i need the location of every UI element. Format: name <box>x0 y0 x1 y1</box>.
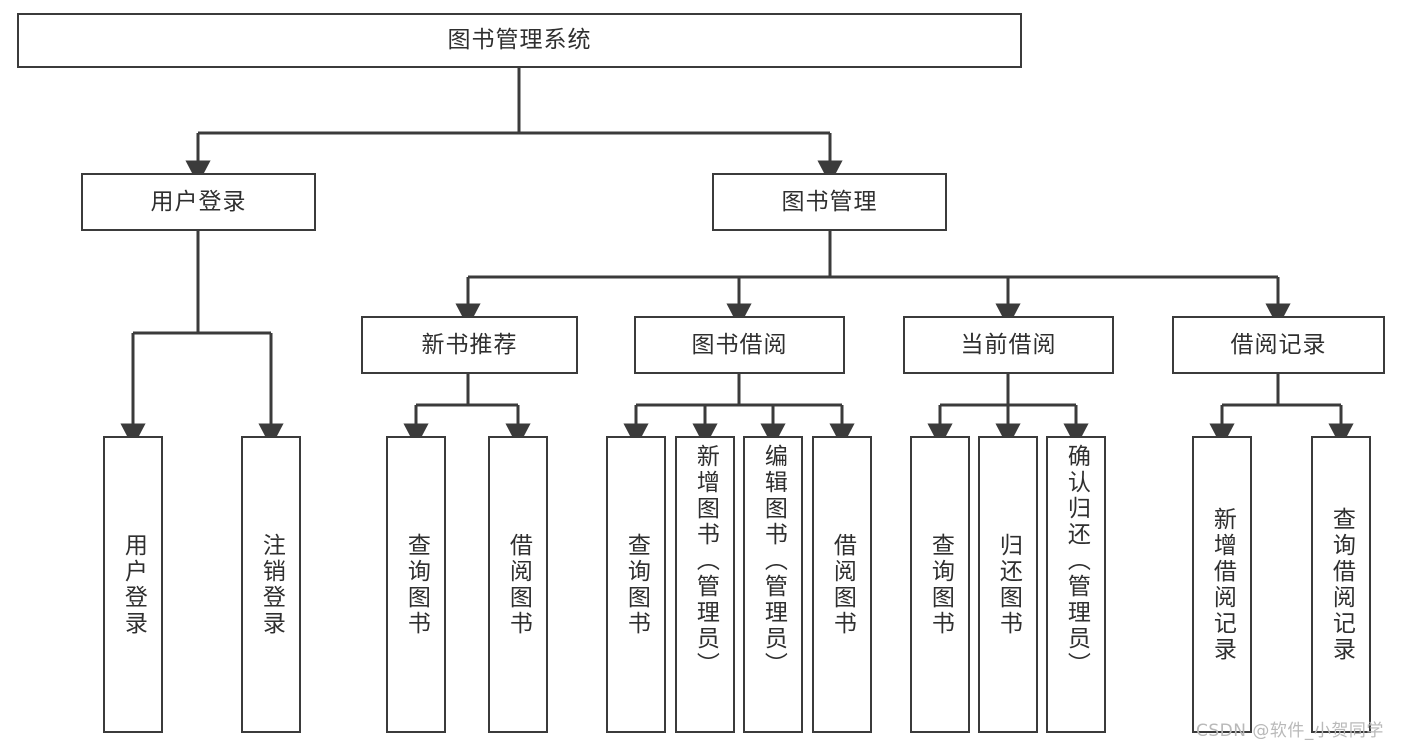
leaf-user-login[interactable]: 用户登录 <box>103 436 163 733</box>
node-new-book-recommend[interactable]: 新书推荐 <box>361 316 578 374</box>
node-label: 当前借阅 <box>960 331 1057 358</box>
csdn-watermark: CSDN @软件_小贺同学 <box>1196 721 1384 741</box>
leaf-borrow-book-recommend[interactable]: 借阅图书 <box>488 436 548 733</box>
node-label: 用户登录 <box>120 532 147 637</box>
node-book-borrow[interactable]: 图书借阅 <box>634 316 845 374</box>
leaf-add-book-admin[interactable]: 新增图书（管理员） <box>675 436 735 733</box>
node-root-system[interactable]: 图书管理系统 <box>17 13 1022 68</box>
leaf-add-borrow-record[interactable]: 新增借阅记录 <box>1192 436 1252 733</box>
node-label: 注销登录 <box>258 532 285 637</box>
node-label: 用户登录 <box>150 188 247 215</box>
node-label: 借阅记录 <box>1230 331 1327 358</box>
node-label: 归还图书 <box>995 532 1022 637</box>
leaf-logout[interactable]: 注销登录 <box>241 436 301 733</box>
leaf-query-borrow-record[interactable]: 查询借阅记录 <box>1311 436 1371 733</box>
leaf-query-book-recommend[interactable]: 查询图书 <box>386 436 446 733</box>
leaf-borrow-book[interactable]: 借阅图书 <box>812 436 872 733</box>
node-label: 借阅图书 <box>505 532 532 637</box>
node-current-borrow[interactable]: 当前借阅 <box>903 316 1114 374</box>
node-label: 新增图书（管理员） <box>692 444 719 678</box>
leaf-confirm-return-admin[interactable]: 确认归还（管理员） <box>1046 436 1106 733</box>
node-label: 编辑图书（管理员） <box>760 444 787 678</box>
node-book-management[interactable]: 图书管理 <box>712 173 947 231</box>
node-label: 确认归还（管理员） <box>1063 444 1090 678</box>
leaf-query-book-current[interactable]: 查询图书 <box>910 436 970 733</box>
node-label: 借阅图书 <box>829 532 856 637</box>
node-label: 图书管理系统 <box>447 27 592 54</box>
node-label: 新增借阅记录 <box>1209 506 1236 663</box>
node-borrow-record[interactable]: 借阅记录 <box>1172 316 1385 374</box>
node-label: 查询图书 <box>403 532 430 637</box>
node-label: 图书管理 <box>781 188 878 215</box>
leaf-return-book[interactable]: 归还图书 <box>978 436 1038 733</box>
node-label: 新书推荐 <box>421 331 518 358</box>
node-label: 查询图书 <box>927 532 954 637</box>
leaf-query-book-borrow[interactable]: 查询图书 <box>606 436 666 733</box>
node-label: 查询图书 <box>623 532 650 637</box>
node-label: 图书借阅 <box>691 331 788 358</box>
node-user-login[interactable]: 用户登录 <box>81 173 316 231</box>
node-label: 查询借阅记录 <box>1328 506 1355 663</box>
leaf-edit-book-admin[interactable]: 编辑图书（管理员） <box>743 436 803 733</box>
